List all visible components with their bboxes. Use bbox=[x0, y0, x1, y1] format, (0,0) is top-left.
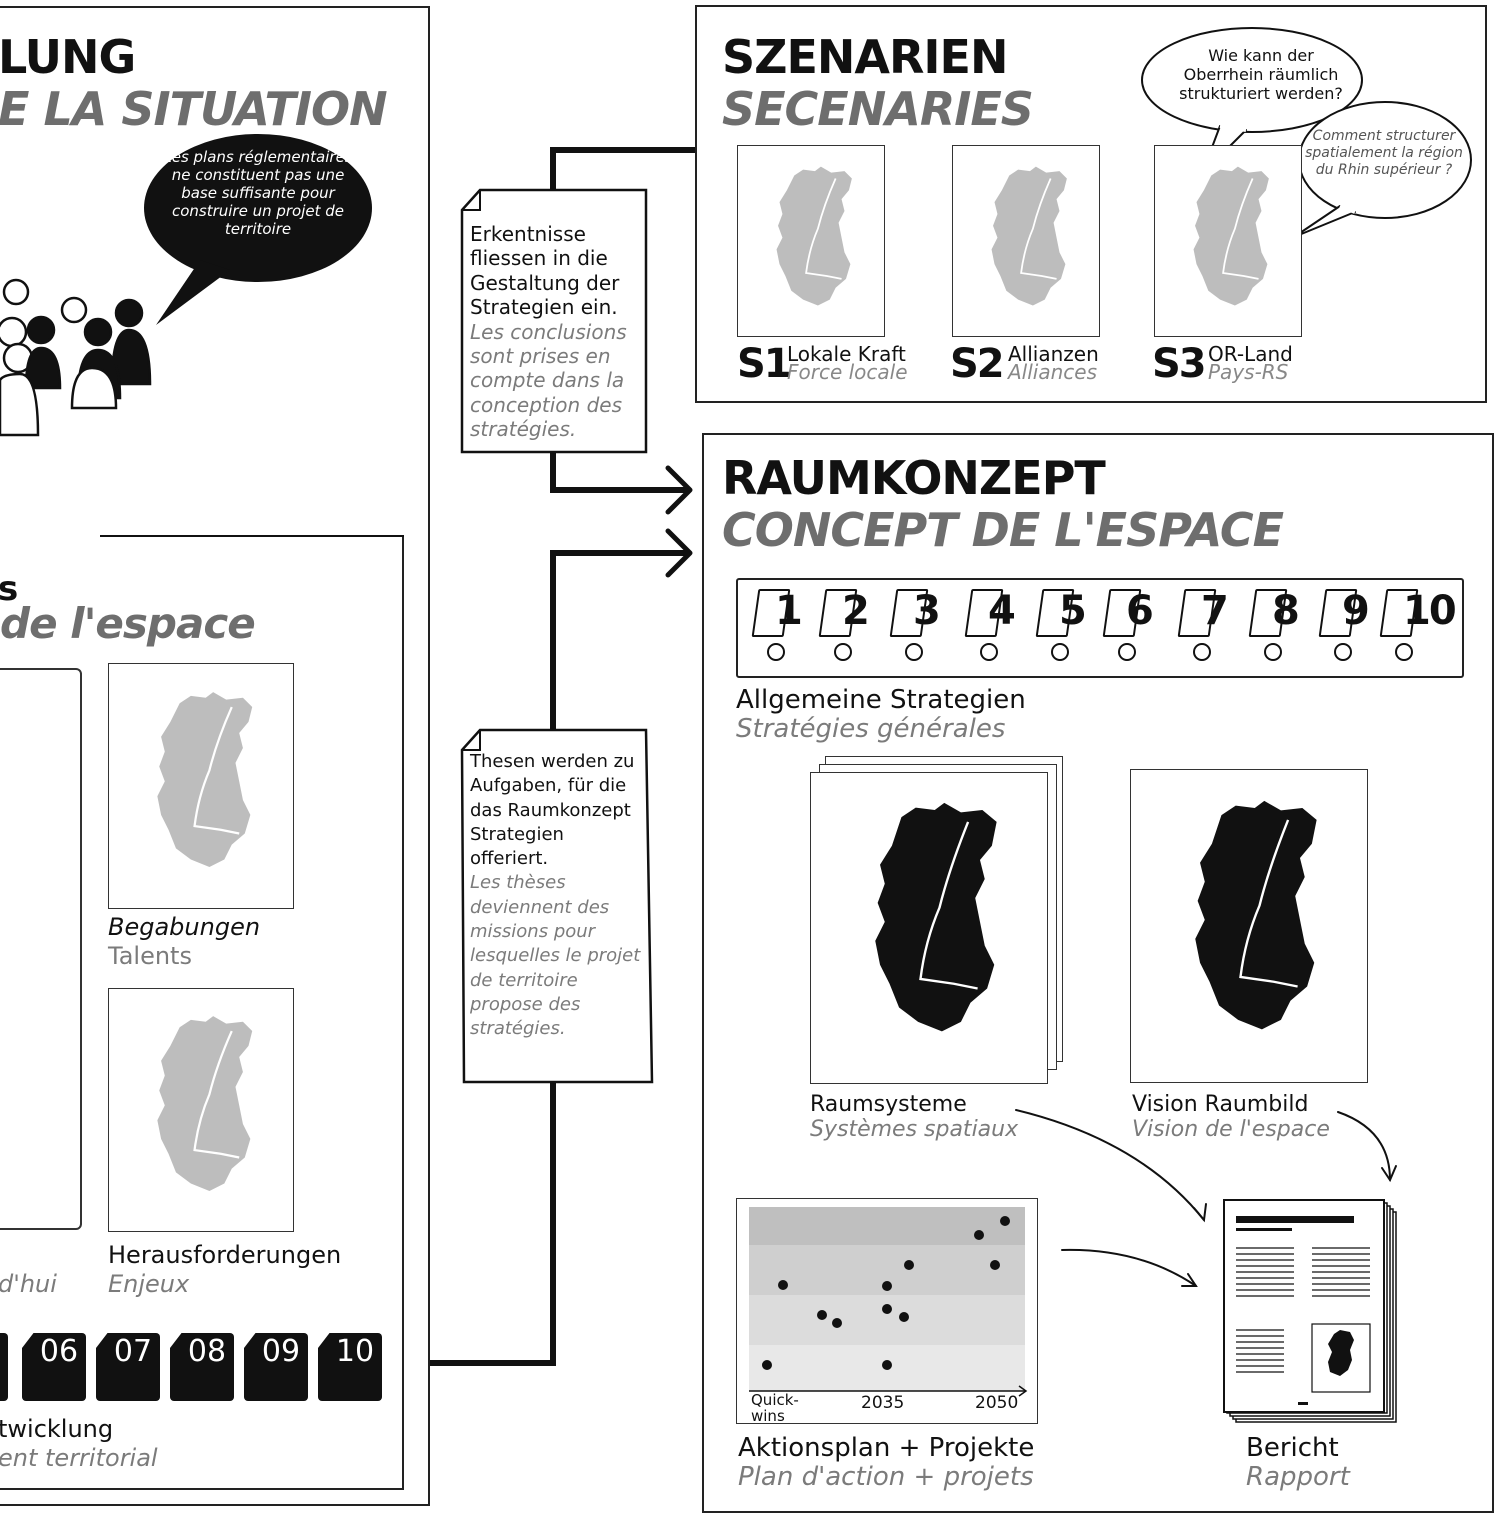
scenario-name-de: Allianzen bbox=[1008, 342, 1099, 366]
note-2: Thesen werden zu Aufgaben, für die das R… bbox=[470, 750, 642, 1042]
strategy-2[interactable]: 2 bbox=[818, 585, 882, 661]
action-label-fr: Plan d'action + projets bbox=[738, 1462, 1034, 1492]
strategy-3[interactable]: 3 bbox=[889, 585, 953, 661]
note-shape-1 bbox=[460, 188, 648, 454]
speech-bubble-black bbox=[144, 134, 372, 325]
systems-label-de: Raumsysteme bbox=[810, 1092, 967, 1117]
challenges-label-fr: Enjeux bbox=[108, 1270, 190, 1298]
report-icon bbox=[1223, 1199, 1397, 1423]
bubble-text-fr: Comment structurer spatialement la régio… bbox=[1305, 128, 1463, 178]
speech-bubbles-scenarios bbox=[1141, 27, 1472, 238]
strategy-4[interactable]: 4 bbox=[964, 585, 1028, 661]
tab-10[interactable]: 10 bbox=[318, 1333, 382, 1401]
bottom-label-de: twicklung bbox=[0, 1415, 114, 1443]
strategy-10[interactable]: 10 bbox=[1379, 585, 1457, 661]
talents-map-card bbox=[108, 663, 294, 909]
today-map-card bbox=[0, 668, 82, 1230]
strategy-7[interactable]: 7 bbox=[1177, 585, 1241, 661]
region-map-icon bbox=[1195, 800, 1317, 1030]
flow-arrows bbox=[1015, 1109, 1397, 1287]
action-label-de: Aktionsplan + Projekte bbox=[738, 1433, 1035, 1463]
region-map-icon bbox=[776, 166, 852, 306]
talents-label-fr: Talents bbox=[108, 942, 192, 970]
scenario-name-fr: Alliances bbox=[1008, 360, 1098, 384]
tab-08[interactable]: 08 bbox=[170, 1333, 234, 1401]
axis-label-2035: 2035 bbox=[861, 1393, 905, 1413]
tab-06[interactable]: 06 bbox=[22, 1333, 86, 1401]
scenario-code: S2 bbox=[950, 341, 1005, 387]
challenges-label-de: Herausforderungen bbox=[108, 1241, 342, 1269]
today-label-fr: d'hui bbox=[0, 1270, 57, 1298]
scenario-name-de: OR-Land bbox=[1208, 342, 1293, 366]
note-shape-2 bbox=[460, 728, 654, 1084]
vision-label-de: Vision Raumbild bbox=[1132, 1092, 1309, 1117]
systems-map-card[interactable] bbox=[810, 772, 1048, 1084]
axis-label-quickwins: Quick- bbox=[751, 1391, 799, 1409]
scenario-name-de: Lokale Kraft bbox=[787, 342, 906, 366]
report-label-de: Bericht bbox=[1246, 1433, 1339, 1463]
scenario-card-s2[interactable] bbox=[952, 145, 1100, 337]
left-title-de: LUNG bbox=[0, 30, 136, 84]
challenges-map-card bbox=[108, 988, 294, 1232]
scenario-card-s3[interactable] bbox=[1154, 145, 1302, 337]
strategy-1[interactable]: 1 bbox=[751, 585, 815, 661]
note-1: Erkentnisse fliessen in die Gestaltung d… bbox=[470, 222, 640, 442]
scenario-code: S3 bbox=[1152, 341, 1207, 387]
region-map-icon bbox=[157, 1016, 253, 1191]
region-map-icon bbox=[875, 802, 997, 1032]
axis-label-2050: 2050 bbox=[975, 1393, 1019, 1413]
report-label-fr: Rapport bbox=[1246, 1462, 1350, 1492]
tab-09[interactable]: 09 bbox=[244, 1333, 308, 1401]
scenario-code: S1 bbox=[737, 341, 792, 387]
tab-07[interactable]: 07 bbox=[96, 1333, 160, 1401]
left-title-fr: E LA SITUATION bbox=[0, 82, 388, 136]
sub-title-fr: de l'espace bbox=[0, 599, 256, 648]
strategy-8[interactable]: 8 bbox=[1248, 585, 1312, 661]
scenario-name-fr: Pays-RS bbox=[1208, 360, 1289, 384]
concept-title-de: RAUMKONZEPT bbox=[722, 451, 1106, 505]
vision-label-fr: Vision de l'espace bbox=[1132, 1117, 1330, 1142]
people-icon bbox=[0, 278, 152, 437]
strategy-6[interactable]: 6 bbox=[1102, 585, 1166, 661]
action-plan-chart-svg bbox=[749, 1207, 1028, 1397]
bubble-text-plans: Les plans réglementaires ne constituent … bbox=[163, 148, 353, 238]
bubble-text-de: Wie kann der Oberrhein räumlich struktur… bbox=[1179, 46, 1343, 104]
region-map-icon bbox=[1193, 166, 1269, 306]
strategies-label-fr: Stratégies générales bbox=[736, 714, 1006, 744]
note-2-fr: Les thèses deviennent des missions pour … bbox=[470, 872, 641, 1040]
region-map-icon bbox=[991, 166, 1067, 306]
axis-label-wins: wins bbox=[751, 1407, 785, 1425]
scenarios-title-fr: SECENARIES bbox=[722, 82, 1034, 136]
systems-label-fr: Systèmes spatiaux bbox=[810, 1117, 1019, 1142]
tab-partial[interactable] bbox=[0, 1333, 8, 1401]
subpanel-top-edge bbox=[100, 535, 404, 537]
concept-title-fr: CONCEPT DE L'ESPACE bbox=[722, 503, 1284, 557]
region-map-icon bbox=[157, 692, 253, 867]
note-1-de: Erkentnisse fliessen in die Gestaltung d… bbox=[470, 222, 620, 320]
scenario-card-s1[interactable] bbox=[737, 145, 885, 337]
strategy-9[interactable]: 9 bbox=[1318, 585, 1382, 661]
scenario-name-fr: Force locale bbox=[787, 360, 908, 384]
bottom-label-fr: ent territorial bbox=[0, 1444, 158, 1472]
vision-map-card[interactable] bbox=[1130, 769, 1368, 1083]
talents-label-de: Begabungen bbox=[108, 913, 261, 941]
strategies-label-de: Allgemeine Strategien bbox=[736, 685, 1026, 715]
sub-title-de: s bbox=[0, 569, 18, 609]
note-1-fr: Les conclusions sont prises en compte da… bbox=[470, 319, 627, 442]
note-2-de: Thesen werden zu Aufgaben, für die das R… bbox=[470, 751, 635, 870]
action-plan-chart[interactable]: Quick- wins 2035 2050 bbox=[736, 1198, 1038, 1424]
scenarios-title-de: SZENARIEN bbox=[722, 30, 1008, 84]
strategy-5[interactable]: 5 bbox=[1035, 585, 1099, 661]
